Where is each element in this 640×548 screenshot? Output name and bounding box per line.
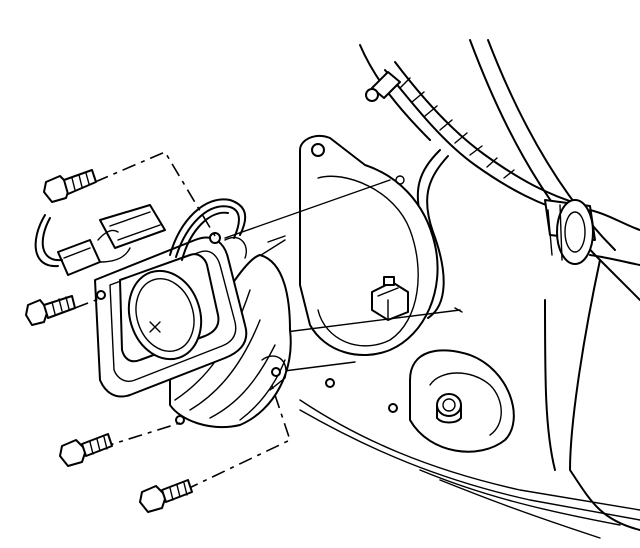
- screw-leader-lines: [74, 150, 291, 491]
- door-trim-bolt: [436, 393, 462, 424]
- door-inner-panel: [299, 39, 640, 539]
- speaker-connector: [371, 276, 409, 321]
- upper-screw-left: [43, 169, 97, 203]
- lower-screw-left: [59, 433, 113, 467]
- speaker: [94, 198, 292, 429]
- bracket-screw-tips: [267, 235, 463, 388]
- speaker-mounting-bracket: [299, 134, 439, 356]
- middle-screw-left: [25, 295, 76, 326]
- bottom-screw: [139, 479, 193, 513]
- harness-connector: [34, 204, 166, 276]
